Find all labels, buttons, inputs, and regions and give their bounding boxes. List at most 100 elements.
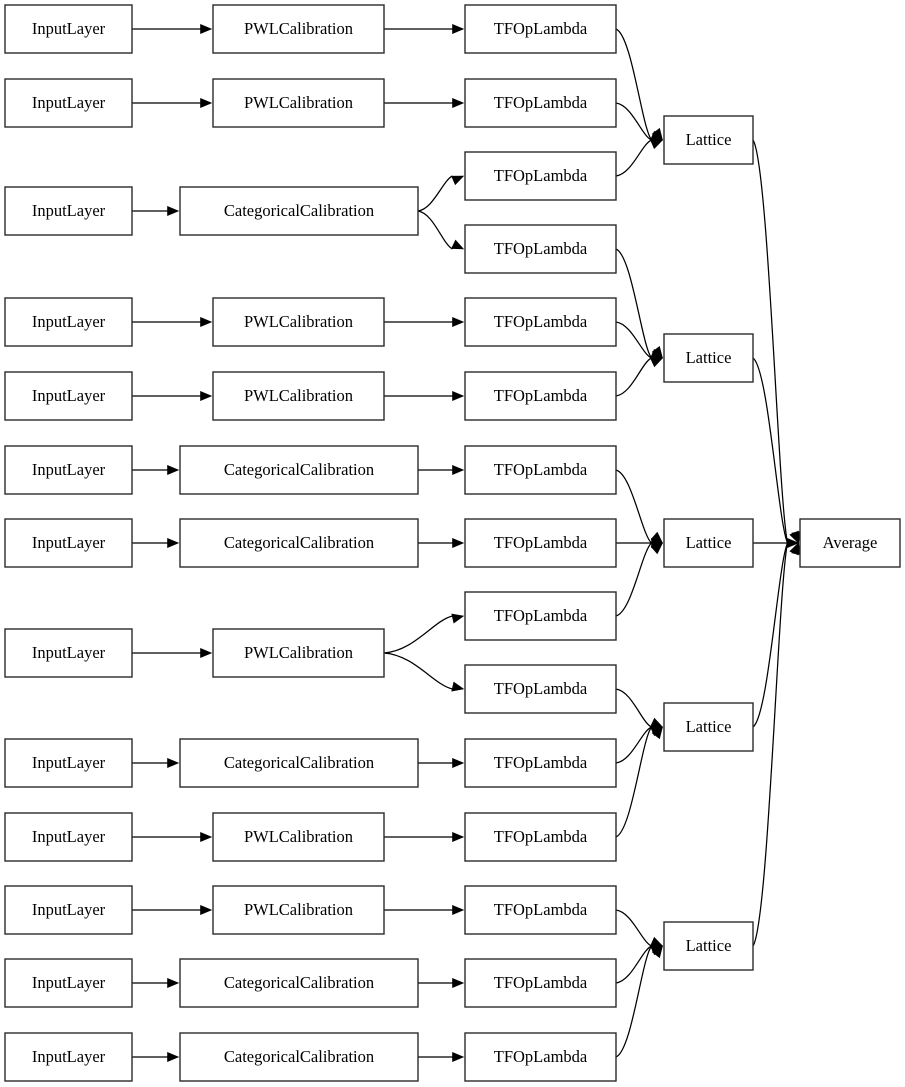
node-box-tfop-lambda[interactable]	[464, 4, 617, 54]
node-box-tfop-lambda[interactable]	[464, 958, 617, 1008]
node-box-input-layer[interactable]	[4, 4, 133, 54]
node-in8[interactable]: InputLayer	[4, 628, 133, 678]
node-in2[interactable]: InputLayer	[4, 78, 133, 128]
node-box-input-layer[interactable]	[4, 628, 133, 678]
node-op2[interactable]: TFOpLambda	[464, 78, 617, 128]
node-in10[interactable]: InputLayer	[4, 812, 133, 862]
node-op12[interactable]: TFOpLambda	[464, 812, 617, 862]
node-op7[interactable]: TFOpLambda	[464, 445, 617, 495]
node-box-lattice[interactable]	[663, 333, 754, 383]
node-op6[interactable]: TFOpLambda	[464, 371, 617, 421]
node-cal5[interactable]: PWLCalibration	[212, 371, 385, 421]
node-box-pwlcalibration[interactable]	[212, 628, 385, 678]
node-box-tfop-lambda[interactable]	[464, 445, 617, 495]
node-op10[interactable]: TFOpLambda	[464, 664, 617, 714]
node-box-tfop-lambda[interactable]	[464, 812, 617, 862]
edge-input-layer-to-pwlcalibration	[132, 316, 213, 328]
node-box-tfop-lambda[interactable]	[464, 297, 617, 347]
node-op11[interactable]: TFOpLambda	[464, 738, 617, 788]
node-op8[interactable]: TFOpLambda	[464, 518, 617, 568]
node-box-pwlcalibration[interactable]	[212, 885, 385, 935]
node-op15[interactable]: TFOpLambda	[464, 1032, 617, 1082]
node-lat2[interactable]: Lattice	[663, 333, 754, 383]
node-box-input-layer[interactable]	[4, 1032, 133, 1082]
node-box-categorical-calibration[interactable]	[179, 738, 419, 788]
node-box-input-layer[interactable]	[4, 812, 133, 862]
node-in13[interactable]: InputLayer	[4, 1032, 133, 1082]
node-box-tfop-lambda[interactable]	[464, 78, 617, 128]
node-box-categorical-calibration[interactable]	[179, 445, 419, 495]
node-box-categorical-calibration[interactable]	[179, 518, 419, 568]
node-box-pwlcalibration[interactable]	[212, 812, 385, 862]
node-in12[interactable]: InputLayer	[4, 958, 133, 1008]
arrowhead-icon	[200, 831, 213, 843]
node-cal4[interactable]: PWLCalibration	[212, 297, 385, 347]
node-box-tfop-lambda[interactable]	[464, 591, 617, 641]
node-in6[interactable]: InputLayer	[4, 445, 133, 495]
node-op5[interactable]: TFOpLambda	[464, 297, 617, 347]
node-op14[interactable]: TFOpLambda	[464, 958, 617, 1008]
node-in3[interactable]: InputLayer	[4, 186, 133, 236]
node-box-tfop-lambda[interactable]	[464, 885, 617, 935]
node-box-input-layer[interactable]	[4, 371, 133, 421]
node-box-tfop-lambda[interactable]	[464, 738, 617, 788]
node-in5[interactable]: InputLayer	[4, 371, 133, 421]
node-in9[interactable]: InputLayer	[4, 738, 133, 788]
node-box-lattice[interactable]	[663, 921, 754, 971]
node-cal9[interactable]: CategoricalCalibration	[179, 738, 419, 788]
node-box-average[interactable]	[799, 518, 901, 568]
node-op13[interactable]: TFOpLambda	[464, 885, 617, 935]
node-box-lattice[interactable]	[663, 702, 754, 752]
node-cal10[interactable]: PWLCalibration	[212, 812, 385, 862]
node-cal6[interactable]: CategoricalCalibration	[179, 445, 419, 495]
arrowhead-icon	[451, 681, 465, 692]
node-lat5[interactable]: Lattice	[663, 921, 754, 971]
node-box-categorical-calibration[interactable]	[179, 958, 419, 1008]
node-box-lattice[interactable]	[663, 518, 754, 568]
node-cal2[interactable]: PWLCalibration	[212, 78, 385, 128]
node-cal13[interactable]: CategoricalCalibration	[179, 1032, 419, 1082]
node-box-pwlcalibration[interactable]	[212, 4, 385, 54]
node-lat4[interactable]: Lattice	[663, 702, 754, 752]
node-box-tfop-lambda[interactable]	[464, 371, 617, 421]
node-in11[interactable]: InputLayer	[4, 885, 133, 935]
node-box-tfop-lambda[interactable]	[464, 664, 617, 714]
node-cal1[interactable]: PWLCalibration	[212, 4, 385, 54]
node-lat3[interactable]: Lattice	[663, 518, 754, 568]
node-op9[interactable]: TFOpLambda	[464, 591, 617, 641]
edge-pwlcalibration-to-tfop-lambda	[384, 831, 465, 843]
arrowhead-icon	[200, 97, 213, 109]
node-cal11[interactable]: PWLCalibration	[212, 885, 385, 935]
node-lat1[interactable]: Lattice	[663, 115, 754, 165]
node-op4[interactable]: TFOpLambda	[464, 224, 617, 274]
node-cal7[interactable]: CategoricalCalibration	[179, 518, 419, 568]
node-in1[interactable]: InputLayer	[4, 4, 133, 54]
node-box-pwlcalibration[interactable]	[212, 371, 385, 421]
node-cal3[interactable]: CategoricalCalibration	[179, 186, 419, 236]
node-box-input-layer[interactable]	[4, 297, 133, 347]
edge-pwlcalibration-to-tfop-lambda	[384, 97, 465, 109]
node-box-lattice[interactable]	[663, 115, 754, 165]
node-cal12[interactable]: CategoricalCalibration	[179, 958, 419, 1008]
node-box-input-layer[interactable]	[4, 738, 133, 788]
node-op1[interactable]: TFOpLambda	[464, 4, 617, 54]
node-in4[interactable]: InputLayer	[4, 297, 133, 347]
node-op3[interactable]: TFOpLambda	[464, 151, 617, 201]
node-box-tfop-lambda[interactable]	[464, 1032, 617, 1082]
node-box-pwlcalibration[interactable]	[212, 78, 385, 128]
node-box-input-layer[interactable]	[4, 958, 133, 1008]
node-box-categorical-calibration[interactable]	[179, 1032, 419, 1082]
node-box-tfop-lambda[interactable]	[464, 151, 617, 201]
node-box-input-layer[interactable]	[4, 885, 133, 935]
node-box-input-layer[interactable]	[4, 518, 133, 568]
node-avg[interactable]: Average	[799, 518, 901, 568]
node-box-input-layer[interactable]	[4, 186, 133, 236]
node-box-input-layer[interactable]	[4, 78, 133, 128]
node-box-categorical-calibration[interactable]	[179, 186, 419, 236]
node-box-tfop-lambda[interactable]	[464, 518, 617, 568]
node-box-input-layer[interactable]	[4, 445, 133, 495]
node-in7[interactable]: InputLayer	[4, 518, 133, 568]
node-cal8[interactable]: PWLCalibration	[212, 628, 385, 678]
node-box-tfop-lambda[interactable]	[464, 224, 617, 274]
node-box-pwlcalibration[interactable]	[212, 297, 385, 347]
